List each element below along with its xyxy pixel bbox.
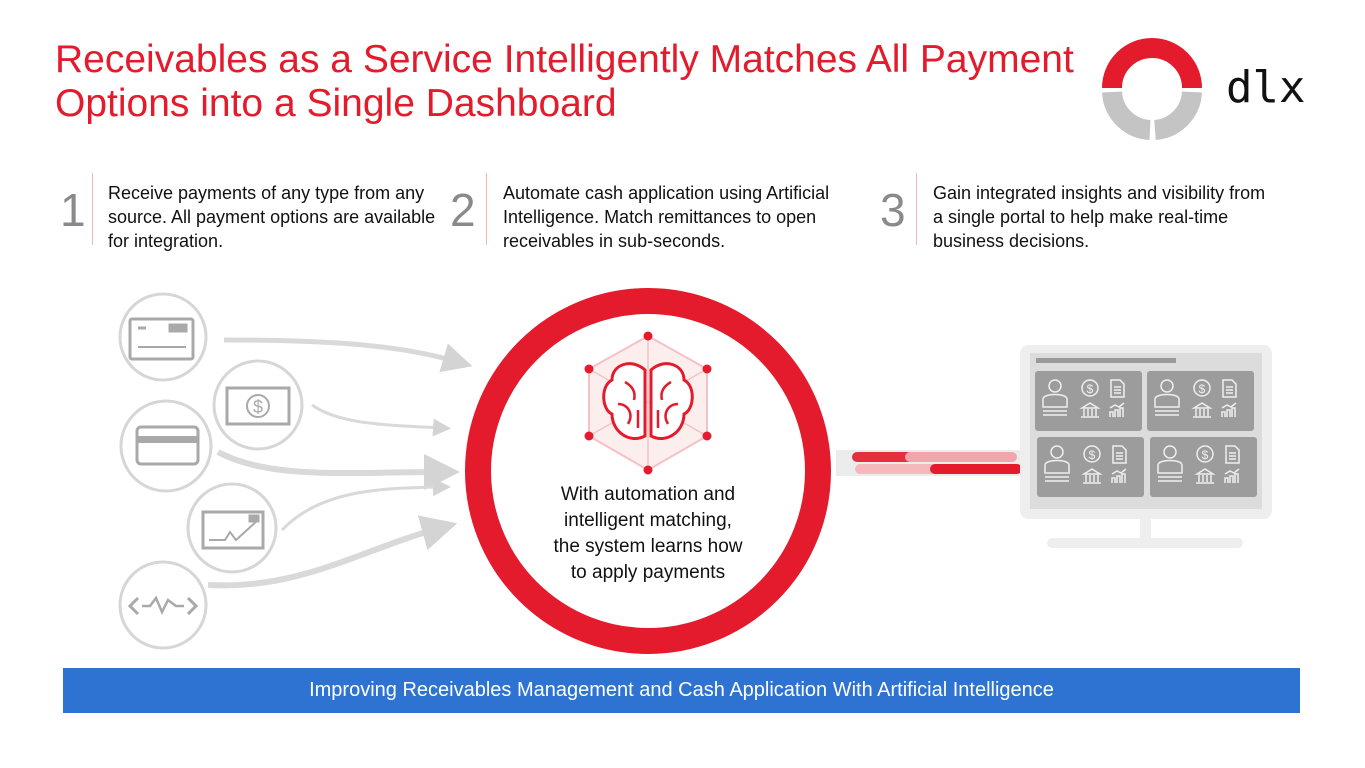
user-icon xyxy=(1044,445,1070,482)
center-line: With automation and xyxy=(560,484,736,505)
dashboard-tile: $ xyxy=(1147,371,1254,431)
bank-icon xyxy=(1081,468,1103,484)
chart-icon xyxy=(1224,468,1240,483)
dollar-icon: $ xyxy=(1083,445,1101,463)
document-icon xyxy=(1225,445,1240,464)
center-line: intelligent matching, xyxy=(564,510,732,531)
ai-brain-icon xyxy=(584,331,712,475)
title-line-1: Receivables as a Service Intelligently M… xyxy=(55,38,1074,81)
cash-icon: $ xyxy=(225,386,291,426)
dollar-icon: $ xyxy=(1193,379,1211,397)
document-icon xyxy=(1222,379,1237,398)
bank-icon xyxy=(1079,402,1101,418)
step-divider xyxy=(486,173,487,245)
step-divider xyxy=(916,173,917,245)
step-1-text: Receive payments of any type from any so… xyxy=(108,183,436,251)
svg-text:$: $ xyxy=(1087,382,1094,396)
api-icon xyxy=(127,595,199,616)
dollar-icon: $ xyxy=(1081,379,1099,397)
center-line: the system learns how xyxy=(553,536,743,557)
bank-icon xyxy=(1191,402,1213,418)
center-line: to apply payments xyxy=(570,562,726,583)
logo-text: dlx xyxy=(1226,62,1306,113)
credit-card-icon xyxy=(135,425,200,466)
cash-icon-circle xyxy=(212,359,304,451)
dashboard-tile: $ xyxy=(1037,437,1144,497)
step-1-number: 1 xyxy=(60,184,86,236)
document-icon xyxy=(1112,445,1127,464)
svg-text:$: $ xyxy=(1199,382,1206,396)
svg-text:$: $ xyxy=(1202,448,1209,462)
chart-icon xyxy=(1111,468,1127,483)
dollar-icon: $ xyxy=(1196,445,1214,463)
center-description: With automation and intelligent matching… xyxy=(520,482,776,586)
step-2-number: 2 xyxy=(450,184,476,236)
footer-banner: Improving Receivables Management and Cas… xyxy=(63,668,1300,713)
api-icon-circle xyxy=(118,560,208,650)
document-icon xyxy=(1110,379,1125,398)
chart-icon xyxy=(1221,402,1237,417)
page-title: Receivables as a Service Intelligently M… xyxy=(55,38,1074,126)
step-divider xyxy=(92,173,93,245)
title-line-2: Options into a Single Dashboard xyxy=(55,82,617,125)
user-icon xyxy=(1154,379,1180,416)
chart-icon xyxy=(1109,402,1125,417)
data-stream-connector xyxy=(836,450,1022,476)
e-signature-icon xyxy=(201,510,265,550)
svg-text:$: $ xyxy=(253,397,263,417)
user-icon xyxy=(1157,445,1183,482)
svg-text:$: $ xyxy=(1089,448,1096,462)
step-3-number: 3 xyxy=(880,184,906,236)
dashboard-tile: $ xyxy=(1035,371,1142,431)
bank-icon xyxy=(1194,468,1216,484)
dashboard-tile: $ xyxy=(1150,437,1257,497)
e-signature-icon-circle xyxy=(186,482,278,574)
user-icon xyxy=(1042,379,1068,416)
check-icon xyxy=(128,317,195,361)
step-3-text: Gain integrated insights and visibility … xyxy=(933,183,1266,251)
flow-arrows xyxy=(207,337,473,589)
step-2-text: Automate cash application using Artifici… xyxy=(503,183,830,251)
credit-card-icon-circle xyxy=(119,399,213,493)
